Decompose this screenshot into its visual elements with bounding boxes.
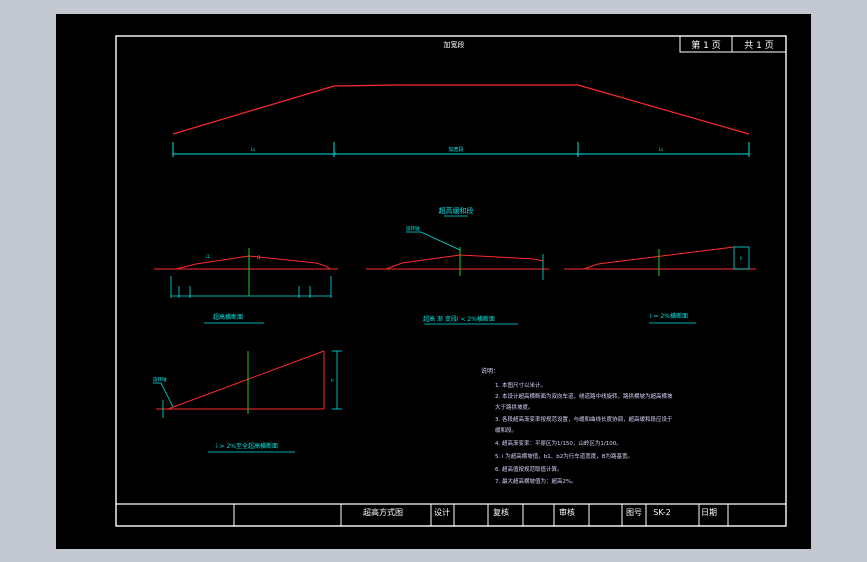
panel-full-superelevation: h 旋转轴 i > 2%至全超高横断面 (153, 350, 342, 453)
note-item: 7. 最大超高横坡值为：超高2%。 (495, 477, 577, 485)
page-number-box: 第 1 页 共 1 页 (679, 35, 787, 53)
note-item: 6. 超高值按规范取值计算。 (495, 465, 563, 473)
note-item: 缓和段。 (495, 426, 517, 434)
panel4-height-mark: h (331, 378, 334, 383)
panel4-label: i > 2%至全超高横断面 (216, 442, 278, 450)
notes-heading: 说明： (481, 367, 499, 375)
drawing-canvas: 第 1 页 共 1 页 加宽段 Ls L 加宽段 Ls 超高缓和段 (115, 35, 787, 527)
title-block: 超高方式图 设计 复核 审核 图号 SK-2 日期 (116, 503, 786, 526)
panel-transition: 旋转轴 超高 渐 变段i < 2%横断面 (366, 225, 549, 325)
design-label: 设计 (434, 507, 450, 517)
note-item: 3. 各段超高渐变率按规范设置，与缓和曲线长度协调，超高缓和段应设于 (495, 415, 673, 423)
title-block-dividers (233, 504, 729, 526)
panel3-crossfall-line (583, 246, 735, 270)
note-item: 2. 本设计超高横断面为双向车道，绕道路中线旋转，路拱横坡为超高横坡 (495, 392, 673, 400)
panel2-label: 超高 渐 变段i < 2%横断面 (423, 315, 495, 323)
cad-drawing-sheet: 第 1 页 共 1 页 加宽段 Ls L 加宽段 Ls 超高缓和段 (56, 14, 811, 549)
panel1-slope-mark: i1 (257, 255, 261, 260)
panel3-label: i = 2%横断面 (650, 312, 688, 320)
dim-center-label: 加宽段 (448, 146, 463, 153)
dim-mid-label: L (335, 151, 337, 155)
dim-left-label: Ls (251, 147, 255, 152)
review-label: 审核 (559, 507, 575, 517)
top-figure: 加宽段 Ls L 加宽段 Ls (172, 40, 750, 157)
panel4-crossfall-line (167, 350, 325, 410)
check-label: 复核 (493, 507, 509, 517)
panel-normal-crown: i1 i1 超高横断面 (154, 248, 338, 324)
panel2-callout-leader (406, 231, 461, 251)
top-figure-title: 加宽段 (444, 40, 465, 49)
panel1-crown-line (175, 255, 331, 270)
note-item: 1. 本图尺寸以米计。 (495, 381, 546, 389)
panel2-crossfall-line (385, 254, 544, 270)
drawing-name: 超高方式图 (363, 507, 403, 517)
note-item: 4. 超高渐变率：平原区为1/150，山岭区为1/100。 (495, 439, 622, 447)
middle-section-title: 超高缓和段 (439, 206, 474, 215)
road-profile-line (172, 84, 750, 135)
drawing-no: SK-2 (653, 508, 670, 517)
total-pages-label: 共 1 页 (744, 40, 773, 51)
drawing-no-label: 图号 (626, 508, 642, 517)
note-item: 大于路拱坡度。 (495, 403, 534, 411)
panel1-label: 超高横断面 (213, 313, 243, 321)
date-label: 日期 (701, 508, 717, 517)
panel3-height-mark: h (740, 256, 743, 261)
panel3-height-dim (733, 246, 750, 270)
panel-two-percent: h i = 2%横断面 (564, 246, 756, 324)
design-notes: 说明： 1. 本图尺寸以米计。 2. 本设计超高横断面为双向车道，绕道路中线旋转… (481, 367, 673, 485)
panel1-slope-mark: i1 (206, 254, 210, 259)
panel4-callout-leader (153, 382, 174, 408)
dim-right-label: Ls (659, 147, 663, 152)
outer-frame (115, 35, 787, 527)
panel2-callout-label: 旋转轴 (406, 225, 420, 232)
panel1-dim-ticks (170, 276, 332, 298)
note-item: 5. i 为超高横坡值，b1、b2为行车道宽度，B为路基宽。 (495, 452, 633, 460)
panel4-callout-label: 旋转轴 (153, 376, 167, 383)
page-label: 第 1 页 (691, 39, 720, 51)
